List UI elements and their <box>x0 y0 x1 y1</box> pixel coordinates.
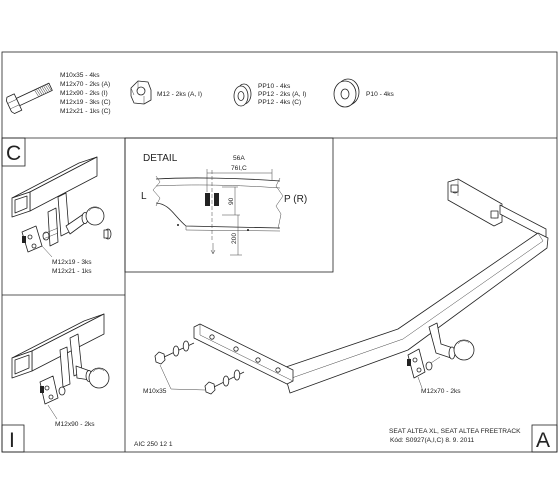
panel-i-letter: I <box>9 429 15 452</box>
bolt-label-4: M12x19 - 3ks (C) <box>60 99 111 106</box>
pp-washer-label-2: PP12 - 2ks (A, I) <box>258 91 306 98</box>
dim-56a: 56A <box>233 155 245 162</box>
detail-view: DETAIL 56A 76I,C 90 200 L P (R <box>124 137 334 273</box>
drawing-code: Kód: S0927(A,I,C) 8. 9. 2011 <box>390 437 475 444</box>
right-mount-bracket <box>447 178 503 227</box>
hex-nut-icon <box>130 80 152 105</box>
socket-plate-main <box>407 348 441 379</box>
pp-washer-label-1: PP10 - 4ks <box>258 83 291 90</box>
vehicle-model: SEAT ALTEA XL, SEAT ALTEA FREETRACK <box>389 428 521 435</box>
tow-ball-mount-main <box>428 322 475 361</box>
tow-ball-c <box>85 206 105 226</box>
arrow-down-icon <box>210 243 216 255</box>
dim-76ic: 76I,C <box>231 165 247 172</box>
side-left-label: L <box>141 191 147 202</box>
main-view: M10x35 M12x70 - 2ks <box>143 178 549 395</box>
panel-i: I M12x90 - 2ks <box>1 313 110 453</box>
panel-c: C M12x19 - 3ks M12x21 - <box>1 137 112 275</box>
tow-ball-i <box>88 367 110 389</box>
side-strap <box>499 204 547 239</box>
drawing-number: AIC 250 12 1 <box>134 441 173 448</box>
panel-c-label-1: M12x19 - 3ks <box>52 259 92 266</box>
main-bolt-label: M10x35 <box>143 388 167 395</box>
square-tube-i <box>11 313 105 379</box>
square-tube-c <box>11 156 98 218</box>
bolt-label-1: M10x35 - 4ks <box>60 72 100 79</box>
main-ball-label: M12x70 - 2ks <box>421 388 461 395</box>
bolt-set-lower <box>204 369 245 395</box>
spring-washer-icon <box>233 83 252 107</box>
bolt-head-icon <box>154 351 166 365</box>
side-right-label: P (R) <box>284 194 307 205</box>
pp-washer-label-3: PP12 - 4ks (C) <box>258 99 301 106</box>
parts-list: M10x35 - 4ks M12x70 - 2ks (A) M12x90 - 2… <box>6 72 395 115</box>
left-mount-plate <box>193 323 294 385</box>
clamp-left <box>205 193 210 206</box>
clamp-right <box>214 193 219 206</box>
p-washer-label: P10 - 4ks <box>366 91 395 98</box>
panel-c-label-2: M12x21 - 1ks <box>52 268 92 275</box>
bolt-label-3: M12x90 - 2ks (I) <box>60 90 108 97</box>
panel-a-letter: A <box>536 429 550 452</box>
title-block: SEAT ALTEA XL, SEAT ALTEA FREETRACK Kód:… <box>134 424 558 453</box>
nut-label: M12 - 2ks (A, I) <box>157 91 202 98</box>
detail-title: DETAIL <box>143 153 178 164</box>
cross-bar <box>282 232 549 394</box>
tow-ball-main <box>453 339 475 361</box>
bumper-profile <box>152 175 284 232</box>
panel-c-letter: C <box>6 142 21 165</box>
dim-200: 200 <box>231 233 238 244</box>
bolt-set-upper <box>154 340 195 365</box>
bolt-label-2: M12x70 - 2ks (A) <box>60 81 110 88</box>
panel-i-label: M12x90 - 2ks <box>55 421 95 428</box>
bolt-label-5: M12x21 - 1ks (C) <box>60 108 111 115</box>
hex-bolt-icon <box>6 82 53 114</box>
dim-90: 90 <box>228 197 235 205</box>
bolt-head-icon <box>204 381 216 395</box>
flat-washer-icon <box>333 78 360 108</box>
socket-plate-i <box>39 375 66 405</box>
tow-ball-mount-c <box>47 192 112 247</box>
tow-ball-mount-i <box>59 333 110 389</box>
